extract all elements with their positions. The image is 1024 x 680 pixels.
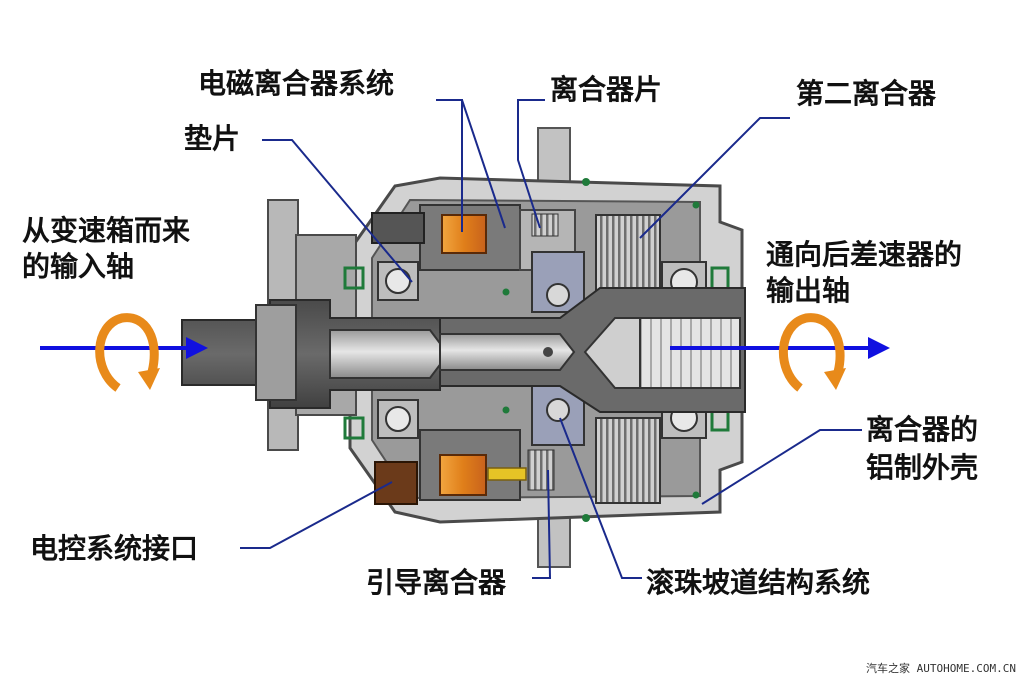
pilot-clutch-plates-lower	[527, 449, 555, 491]
label-washer: 垫片	[184, 122, 241, 155]
label-second-clutch: 第二离合器	[796, 77, 937, 110]
leader-control	[240, 481, 393, 549]
input-shaft	[181, 299, 450, 409]
seals	[343, 178, 730, 522]
leader-second-clutch	[639, 117, 790, 239]
ramp-ball-upper	[546, 283, 570, 307]
em-coil-lower	[439, 454, 487, 496]
em-clutch-upper	[371, 204, 576, 271]
label-input-shaft-line1: 从变速箱而来	[22, 214, 191, 247]
output-arrow-head	[868, 337, 890, 359]
clutch-plates-lower	[595, 417, 661, 504]
watermark: 汽车之家 AUTOHOME.COM.CN	[866, 662, 1016, 675]
input-rotation-icon	[95, 313, 159, 392]
label-ball-ramp: 滚珠坡道结构系统	[646, 566, 871, 599]
input-arrow-head	[186, 337, 208, 359]
label-control-interface: 电控系统接口	[30, 532, 199, 565]
main-clutch-pack	[595, 214, 661, 504]
label-output-shaft-line1: 通向后差速器的	[766, 238, 963, 271]
label-housing-line1: 离合器的	[866, 413, 979, 446]
ramp-ball-lower	[546, 398, 570, 422]
leader-ball-ramp	[559, 417, 642, 579]
label-output-shaft-line2: 输出轴	[766, 274, 851, 307]
input-flow	[40, 313, 208, 392]
em-clutch-lower	[374, 429, 555, 505]
leader-housing	[701, 429, 862, 505]
label-em-clutch-system: 电磁离合器系统	[198, 67, 395, 100]
label-pilot-clutch: 引导离合器	[366, 566, 507, 599]
label-housing-line2: 铝制外壳	[866, 451, 979, 484]
output-rotation-icon	[778, 313, 845, 392]
connector-pin	[487, 467, 527, 481]
output-flow	[670, 313, 890, 392]
leader-pilot	[532, 469, 552, 579]
leader-lines	[240, 99, 862, 579]
leader-em-clutch-b	[461, 99, 506, 229]
leader-washer	[262, 139, 413, 283]
leader-clutch-plate	[517, 99, 545, 229]
label-input-shaft-line2: 的输入轴	[22, 250, 135, 283]
output-splines	[639, 317, 741, 389]
control-connector	[374, 461, 418, 505]
output-shaft	[439, 287, 746, 413]
label-clutch-plate: 离合器片	[550, 73, 663, 106]
em-coil-upper	[441, 214, 487, 254]
pilot-clutch-plates-upper	[531, 213, 559, 237]
